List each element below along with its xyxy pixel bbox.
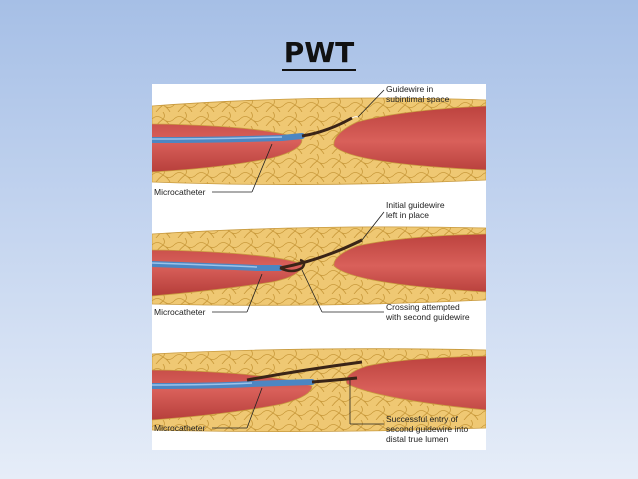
slide-title: PWT [281,36,357,71]
microcatheter-1 [152,133,305,143]
microcatheter-3 [152,379,315,389]
label-initial-guidewire-2: left in place [386,210,429,220]
plaque-1 [152,97,486,185]
label-successful-entry-1: Successful entry of [386,414,458,424]
guidewire-1 [301,116,353,138]
second-guidewire-3 [311,376,358,384]
label-crossing-attempted-2: with second guidewire [385,312,470,322]
label-initial-guidewire-1: Initial guidewire [386,200,445,210]
panel-1: Guidewire in subintimal space Microcathe… [152,84,486,197]
panel-3: Microcatheter Successful entry of second… [152,348,486,444]
diagram-panel: Guidewire in subintimal space Microcathe… [152,84,486,450]
label-microcatheter-1: Microcatheter [154,187,206,197]
label-microcatheter-3: Microcatheter [154,423,206,433]
initial-guidewire-3 [246,360,363,382]
label-guidewire-subintimal-1: Guidewire in [386,84,434,94]
label-successful-entry-3: distal true lumen [386,434,449,444]
label-crossing-attempted-1: Crossing attempted [386,302,460,312]
label-guidewire-subintimal-2: subintimal space [386,94,450,104]
initial-guidewire-2 [279,238,363,270]
panel-2: Initial guidewire left in place Microcat… [152,200,486,322]
microcatheter-2 [152,261,283,271]
second-guidewire-2 [279,258,306,273]
label-successful-entry-2: second guidewire into [386,424,468,434]
label-microcatheter-2: Microcatheter [154,307,206,317]
pwt-diagram: Guidewire in subintimal space Microcathe… [152,84,486,444]
